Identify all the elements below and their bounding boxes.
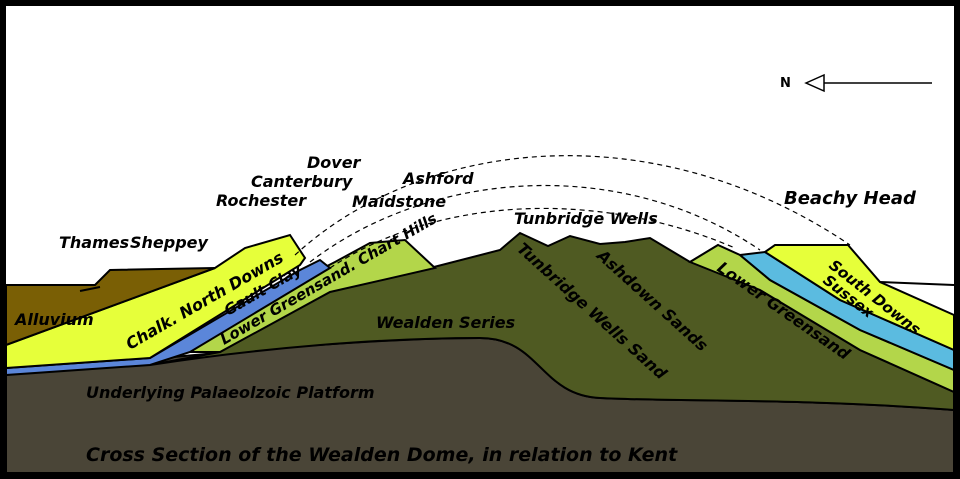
- north-label: N: [780, 76, 791, 91]
- eroded-arc-middle: [309, 184, 761, 263]
- eroded-arc-outer: [294, 155, 851, 256]
- alluvium-layer: [5, 267, 216, 347]
- label-rochester: Rochester: [216, 191, 307, 210]
- alluvium-notch: [79, 286, 101, 292]
- label-alluvium: Alluvium: [13, 310, 94, 329]
- label-sheppey: Sheppey: [130, 233, 209, 252]
- label-dover: Dover: [307, 153, 362, 172]
- diagram-title: Cross Section of the Wealden Dome, in re…: [86, 444, 678, 466]
- chalk-north-downs: [5, 233, 307, 370]
- label-canterbury: Canterbury: [251, 172, 353, 191]
- label-maidstone: Maidstone: [352, 192, 446, 211]
- label-ashford: Ashford: [401, 169, 474, 188]
- chalk-south-downs: [763, 244, 955, 352]
- eroded-arc-inner: [329, 207, 736, 269]
- label-palaeozoic-platform: Underlying Palaeolzoic Platform: [86, 383, 375, 402]
- north-arrow-icon: [804, 73, 825, 93]
- label-thames: Thames: [59, 233, 129, 252]
- surface-line-south: [879, 281, 955, 286]
- label-wealden-series: Wealden Series: [376, 313, 515, 332]
- label-beachy-head: Beachy Head: [784, 188, 917, 209]
- label-tunbridge-wells: Tunbridge Wells: [514, 209, 658, 228]
